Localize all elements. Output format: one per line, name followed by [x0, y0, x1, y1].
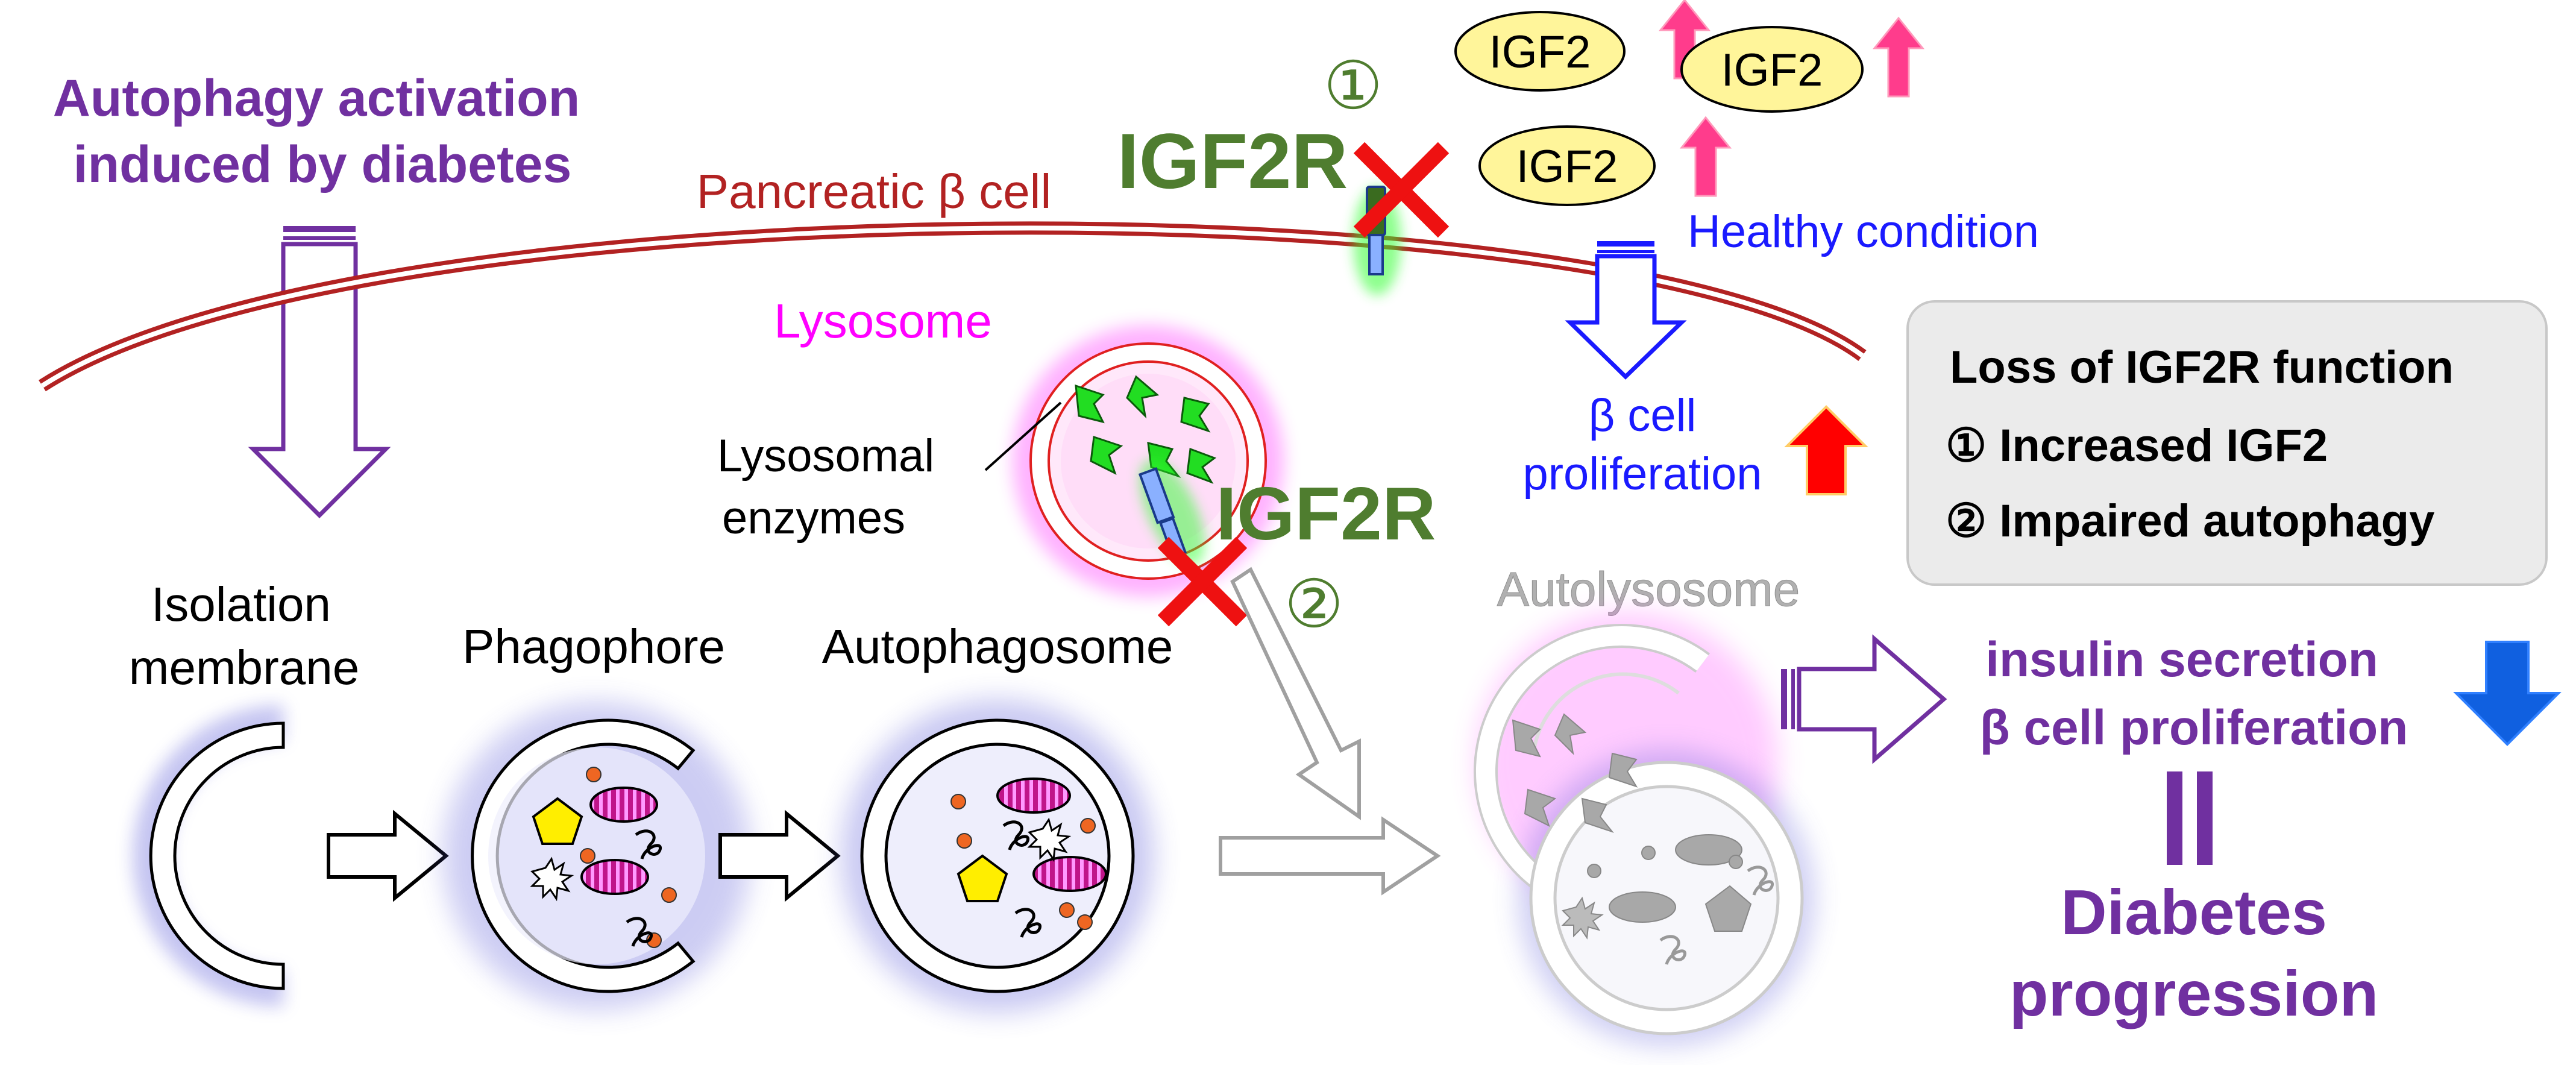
outcome-line-2: β cell proliferation: [1980, 700, 2408, 755]
increase-arrow-icon: [1679, 116, 1732, 197]
summary-item-2: ② Impaired autophagy: [1946, 495, 2434, 547]
igf2-ligand-1: IGF2: [1454, 11, 1626, 92]
impaired-fusion-arrow: [1230, 567, 1361, 820]
stage-arrow: [718, 809, 841, 902]
summary-item-1: ① Increased IGF2: [1946, 420, 2328, 471]
igf2-text: IGF2: [1489, 27, 1591, 78]
isolation-label-line-1: Isolation: [151, 577, 331, 631]
blocked-cross-icon: [1353, 142, 1450, 238]
summary-box: Loss of IGF2R function ① Increased IGF2 …: [1906, 300, 2548, 586]
autolysosome: [1474, 612, 1814, 1046]
activation-down-arrow: [248, 226, 391, 518]
title-line-1: Autophagy activation: [53, 69, 580, 127]
circled-number-1: ①: [1324, 49, 1383, 123]
stage-arrow: [327, 809, 449, 902]
down-arrow-icon: [2453, 641, 2562, 746]
isolation-membrane: [133, 705, 285, 1007]
igf2-ligand-2: IGF2: [1680, 26, 1864, 113]
summary-title: Loss of IGF2R function: [1950, 342, 2454, 393]
diabetes-progression-line-1: Diabetes: [2061, 877, 2327, 948]
increase-arrow-icon: [1872, 16, 1925, 98]
lysosome-label: Lysosome: [774, 294, 992, 348]
igf2-text: IGF2: [1721, 45, 1823, 96]
autophagosome-label: Autophagosome: [822, 620, 1173, 673]
enzymes-label-line-1: Lysosomal: [717, 430, 934, 482]
autophagosome: [841, 699, 1154, 1013]
outcome-right-arrow: [1781, 634, 1947, 764]
autophagy-activation-title: Autophagy activation induced by diabetes: [53, 69, 580, 193]
healthy-result-line-2: proliferation: [1522, 448, 1762, 500]
isolation-label-line-2: membrane: [129, 641, 359, 694]
igf2r-label-lysosome: IGF2R: [1216, 473, 1436, 556]
title-line-2: induced by diabetes: [74, 136, 572, 193]
blocked-cross-icon: [1157, 536, 1248, 627]
phagophore: [443, 702, 750, 1010]
autolysosome-label: Autolysosome: [1497, 562, 1800, 616]
membrane-igf2r-receptor: [1353, 186, 1401, 295]
equals-sign-icon: [2167, 771, 2213, 865]
enzymes-label-line-2: enzymes: [722, 492, 905, 544]
outcome-line-1: insulin secretion: [1985, 632, 2378, 687]
membrane-label: Pancreatic β cell: [697, 165, 1051, 218]
cell-membrane: [39, 221, 1867, 392]
enzymes-pointer-line: [984, 401, 1062, 471]
healthy-down-arrow: [1565, 241, 1687, 380]
igf2-text: IGF2: [1516, 141, 1618, 192]
stage-arrow-impaired: [1219, 816, 1441, 896]
igf2r-label-top: IGF2R: [1117, 117, 1348, 205]
healthy-condition-label: Healthy condition: [1688, 206, 2039, 257]
healthy-result-line-1: β cell: [1589, 390, 1697, 441]
lysosome: [1013, 325, 1284, 597]
phagophore-label: Phagophore: [462, 620, 725, 673]
igf2-ligand-3: IGF2: [1478, 125, 1656, 206]
diabetes-progression-line-2: progression: [2009, 958, 2379, 1029]
circled-number-2: ②: [1284, 567, 1344, 641]
up-arrow-icon: [1784, 405, 1868, 495]
